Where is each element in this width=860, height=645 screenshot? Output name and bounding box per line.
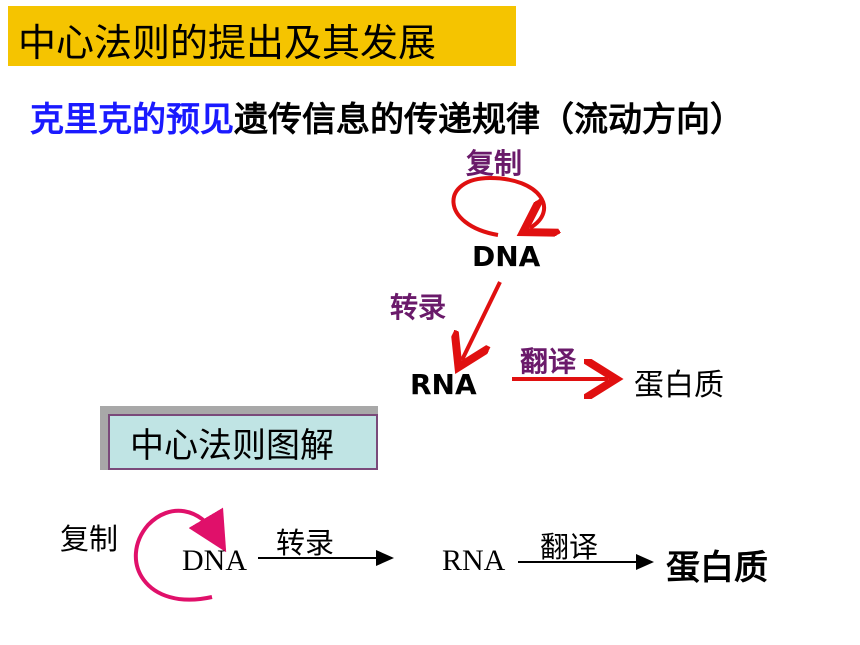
subtitle: 克里克的预见遗传信息的传递规律（流动方向） (30, 92, 744, 141)
title-banner (8, 6, 516, 66)
transcription-label-bottom: 转录 (276, 526, 335, 560)
legend-box (108, 414, 378, 470)
replication-label-top: 复制 (466, 147, 523, 180)
subtitle-rest: 遗传信息的传递规律（流动方向） (234, 100, 744, 140)
page-title: 中心法则的提出及其发展 (18, 21, 437, 65)
transcription-label-top: 转录 (390, 291, 447, 324)
protein-label-bottom: 蛋白质 (666, 548, 768, 588)
dna-label-bottom: DNA (182, 544, 247, 577)
replication-loop-top (451, 175, 544, 237)
legend-label: 中心法则图解 (130, 426, 334, 466)
replication-label-bottom: 复制 (60, 522, 119, 556)
protein-label-top: 蛋白质 (634, 368, 724, 403)
translation-label-top: 翻译 (520, 345, 577, 378)
replication-loop-bottom (133, 507, 227, 602)
rna-label-top: RNA (410, 368, 477, 401)
transcription-arrow-top (462, 281, 502, 360)
subtitle-highlight: 克里克的预见 (30, 100, 234, 140)
rna-label-bottom: RNA (442, 544, 506, 577)
translation-label-bottom: 翻译 (540, 530, 599, 564)
dna-label-top: DNA (472, 240, 541, 273)
